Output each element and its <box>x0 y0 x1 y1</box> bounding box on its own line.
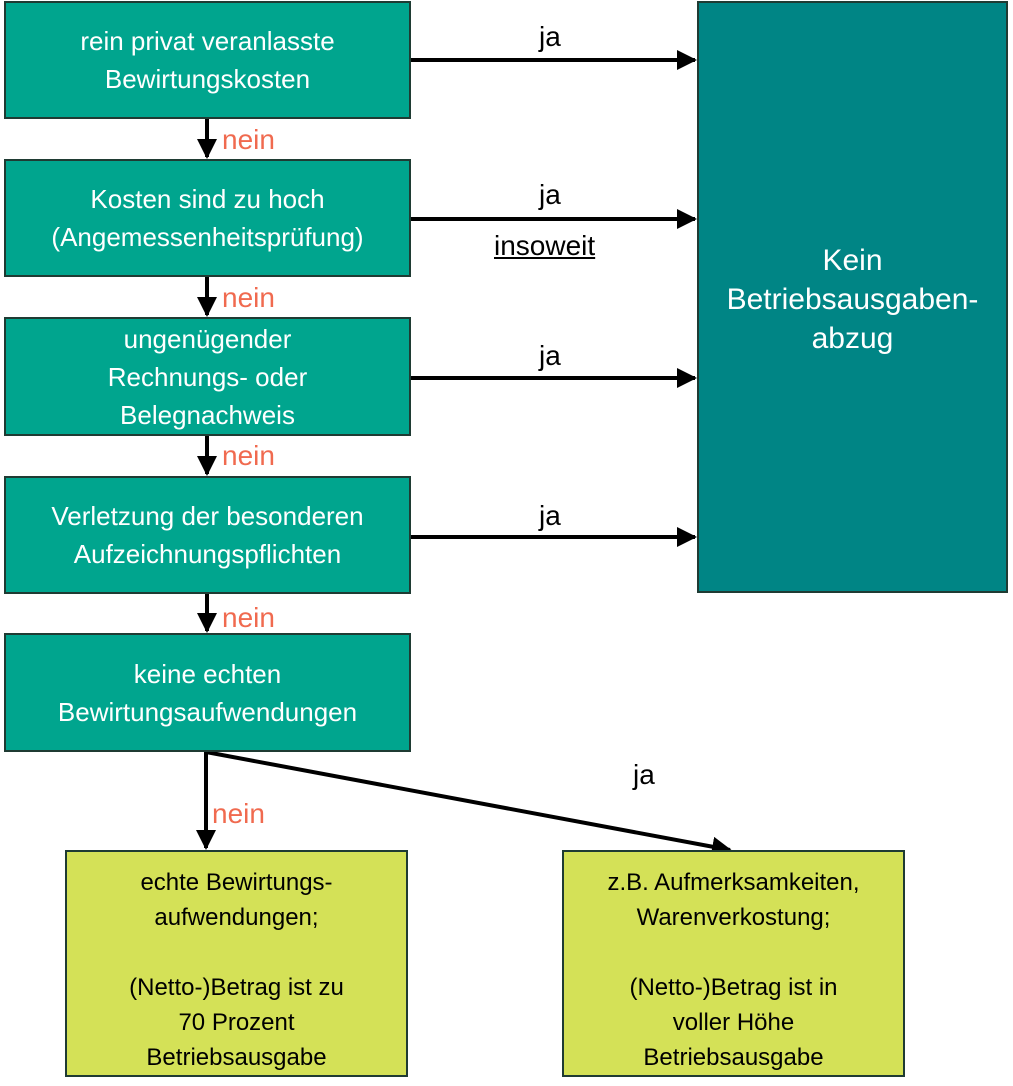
label-yes-3: ja <box>539 340 561 371</box>
decision-costs-too-high: Kosten sind zu hoch (Angemessenheitsprüf… <box>4 159 411 277</box>
label-no-5: nein <box>212 798 265 829</box>
label-no-3: nein <box>222 440 275 471</box>
decision-recording-violation: Verletzung der besonderen Aufzeichnungsp… <box>4 476 411 594</box>
label-no-4: nein <box>222 602 275 633</box>
label-insoweit: insoweit <box>494 230 596 261</box>
decision-insufficient-receipts: ungenügender Rechnungs- oder Belegnachwe… <box>4 317 411 436</box>
label-no-1: nein <box>222 124 275 155</box>
decision-private-costs: rein privat veranlasste Bewirtungskosten <box>4 1 411 119</box>
arrow-b5-yes <box>205 750 732 857</box>
result-no-deduction: Kein Betriebsausgaben- abzug <box>697 1 1008 593</box>
label-yes-2: ja <box>539 179 561 210</box>
label-no-2: nein <box>222 282 275 313</box>
label-yes-5: ja <box>633 759 655 790</box>
outcome-full-amount: z.B. Aufmerksamkeiten, Warenverkostung; … <box>562 850 905 1077</box>
decision-not-genuine: keine echten Bewirtungsaufwendungen <box>4 633 411 752</box>
label-yes-4: ja <box>539 500 561 531</box>
label-yes-1: ja <box>539 21 561 52</box>
outcome-70-percent: echte Bewirtungs- aufwendungen; (Netto-)… <box>65 850 408 1077</box>
